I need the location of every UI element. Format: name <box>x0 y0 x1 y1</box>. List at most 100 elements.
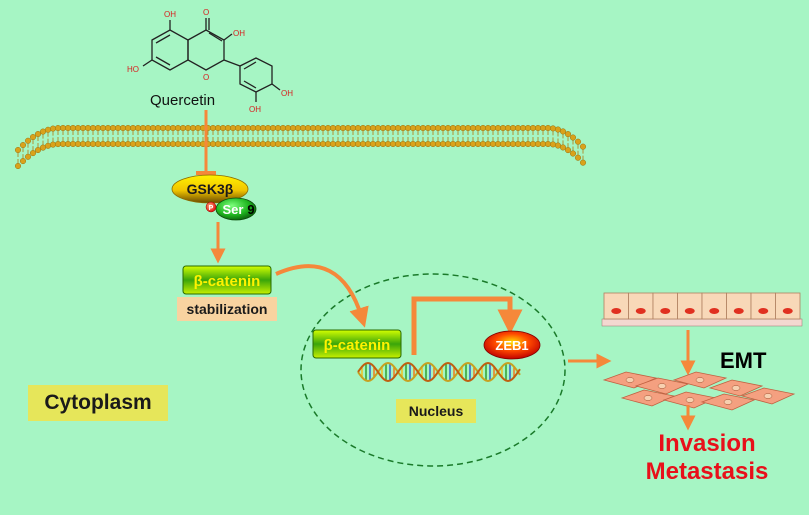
lipid-head <box>109 124 116 131</box>
lipid-head <box>79 140 86 147</box>
lipid-head <box>109 140 116 147</box>
lipid-head <box>530 140 537 147</box>
lipid-head <box>465 140 472 147</box>
lipid-head <box>325 140 332 147</box>
lipid-head <box>475 124 482 131</box>
ser-number: 9 <box>247 202 254 217</box>
lipid-head <box>114 124 121 131</box>
lipid-head <box>560 144 567 151</box>
atom-oh-3p: OH <box>249 105 261 114</box>
lipid-head <box>555 142 562 149</box>
ser9-residue <box>215 197 257 221</box>
lipid-head <box>189 124 196 131</box>
lipid-head <box>184 124 191 131</box>
lipid-head <box>74 140 81 147</box>
lipid-head <box>415 140 422 147</box>
lipid-head <box>375 140 382 147</box>
lipid-head <box>129 124 136 131</box>
lipid-head <box>144 140 151 147</box>
arrow-nuclear-translocation <box>275 264 369 328</box>
epithelial-cell <box>775 292 801 320</box>
stabilization-label: stabilization <box>177 297 277 321</box>
metastasis-label: Metastasis <box>645 458 769 485</box>
lipid-head <box>390 124 397 131</box>
lipid-head <box>69 124 76 131</box>
lipid-head <box>550 125 557 132</box>
lipid-head <box>25 153 32 160</box>
lipid-head <box>244 140 251 147</box>
lipid-head <box>385 124 392 131</box>
lipid-head <box>420 124 427 131</box>
lipid-head <box>119 140 126 147</box>
lipid-head <box>405 124 412 131</box>
cell-nucleus <box>611 308 622 314</box>
lipid-head <box>450 140 457 147</box>
lipid-head <box>295 124 302 131</box>
lipid-head <box>249 124 256 131</box>
lipid-head <box>214 124 221 131</box>
lipid-head <box>580 143 587 150</box>
lipid-head <box>430 140 437 147</box>
lipid-head <box>495 124 502 131</box>
lipid-head <box>260 140 267 147</box>
lipid-head <box>385 140 392 147</box>
lipid-head <box>365 140 372 147</box>
lipid-head <box>500 140 507 147</box>
phospho-group <box>205 201 217 213</box>
cell-nucleus <box>635 308 646 314</box>
lipid-head <box>270 124 277 131</box>
lipid-head <box>224 140 231 147</box>
lipid-head <box>345 124 352 131</box>
lipid-head <box>295 140 302 147</box>
cell-nucleus <box>733 308 744 314</box>
lipid-head <box>360 140 367 147</box>
lipid-head <box>505 124 512 131</box>
lipid-head <box>305 124 312 131</box>
lipid-head <box>275 140 282 147</box>
nucleus-label: Nucleus <box>396 399 476 423</box>
quercetin-structure <box>142 18 281 102</box>
lipid-head <box>94 124 101 131</box>
lipid-head <box>104 140 111 147</box>
lipid-head <box>219 124 226 131</box>
lipid-head <box>249 140 256 147</box>
cell-nucleus <box>625 377 635 383</box>
lipid-head <box>545 140 552 147</box>
lipid-head <box>154 124 161 131</box>
lipid-head <box>99 140 106 147</box>
lipid-head <box>330 124 337 131</box>
lipid-head <box>315 124 322 131</box>
lipid-head <box>565 147 572 154</box>
lipid-head <box>194 124 201 131</box>
lipid-head <box>360 124 367 131</box>
lipid-head <box>60 140 67 147</box>
atom-oh-top: OH <box>164 10 176 19</box>
lipid-head <box>89 124 96 131</box>
lipid-head <box>239 140 246 147</box>
cell-nucleus <box>685 397 695 403</box>
lipid-head <box>370 140 377 147</box>
lipid-head <box>420 140 427 147</box>
lipid-head <box>400 140 407 147</box>
beta-catenin-nuclear <box>312 329 402 359</box>
lipid-head <box>525 124 532 131</box>
lipid-head <box>179 140 186 147</box>
lipid-head <box>325 124 332 131</box>
lipid-head <box>285 124 292 131</box>
lipid-head <box>69 140 76 147</box>
lipid-head <box>45 126 52 133</box>
epithelial-cell <box>677 292 703 320</box>
lipid-head <box>300 140 307 147</box>
lipid-head <box>405 140 412 147</box>
lipid-head <box>149 140 156 147</box>
lipid-head <box>535 140 542 147</box>
lipid-head <box>350 140 357 147</box>
lipid-head <box>340 140 347 147</box>
lipid-head <box>455 124 462 131</box>
lipid-head <box>114 140 121 147</box>
lipid-head <box>219 140 226 147</box>
lipid-head <box>330 140 337 147</box>
lipid-head <box>14 162 21 169</box>
lipid-head <box>174 140 181 147</box>
atom-oh-4p: OH <box>281 89 293 98</box>
